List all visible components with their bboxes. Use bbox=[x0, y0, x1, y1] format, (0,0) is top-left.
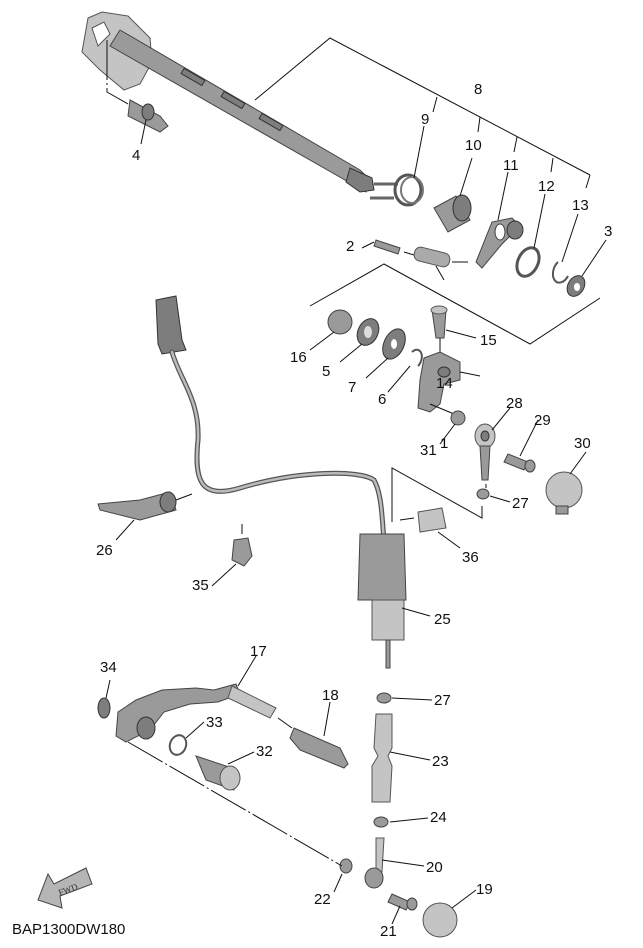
nut-part-27-lower bbox=[376, 692, 433, 704]
callout-19: 19 bbox=[476, 881, 493, 898]
callout-3: 3 bbox=[604, 223, 612, 240]
bolt-part-15 bbox=[430, 305, 477, 354]
nut-part-31 bbox=[439, 410, 466, 445]
callout-18: 18 bbox=[322, 687, 339, 704]
callout-35: 35 bbox=[192, 577, 209, 594]
nut-part-27-upper bbox=[476, 484, 511, 503]
callout-31: 31 bbox=[420, 442, 437, 459]
boot-part-30 bbox=[545, 451, 587, 515]
circlip-part-13 bbox=[551, 213, 579, 284]
leader-36-bracket bbox=[391, 467, 483, 522]
clamp-part-26 bbox=[97, 491, 193, 541]
collar-part-10 bbox=[433, 157, 473, 233]
callout-25: 25 bbox=[434, 611, 451, 628]
boot-part-19 bbox=[422, 889, 477, 938]
washer-part-7 bbox=[365, 328, 406, 379]
callout-14: 14 bbox=[436, 375, 453, 392]
leader-group-bracket bbox=[309, 263, 601, 345]
callout-9: 9 bbox=[421, 111, 429, 128]
callout-labels: 14 1 2 3 4 5 6 7 8 9 10 11 12 13 14 15 1… bbox=[96, 81, 612, 940]
leader-8 bbox=[254, 37, 591, 176]
diagram-code: BAP1300DW180 bbox=[12, 921, 125, 938]
callout-27-lower: 27 bbox=[434, 692, 451, 709]
callout-12: 12 bbox=[538, 178, 555, 195]
leader-12 bbox=[550, 157, 554, 173]
callout-2: 2 bbox=[346, 238, 354, 255]
callout-1: 1 bbox=[440, 435, 448, 452]
callout-11: 11 bbox=[503, 157, 519, 174]
callout-5: 5 bbox=[322, 363, 330, 380]
callout-10: 10 bbox=[465, 137, 482, 154]
collar-part-22 bbox=[333, 858, 353, 893]
shift-pedal-part-17 bbox=[115, 655, 277, 743]
bolt-part-32 bbox=[195, 751, 255, 791]
callout-23: 23 bbox=[432, 753, 449, 770]
seal-part-5 bbox=[339, 318, 380, 363]
leader-10 bbox=[477, 116, 481, 133]
callout-27-upper: 27 bbox=[512, 495, 529, 512]
washer-part-3 bbox=[566, 239, 607, 297]
washer-part-12 bbox=[515, 193, 546, 278]
rod-end-part-20 bbox=[364, 837, 425, 889]
callout-21: 21 bbox=[380, 923, 397, 940]
callout-7: 7 bbox=[348, 379, 356, 396]
washer-part-34 bbox=[97, 679, 111, 719]
bolt-part-21 bbox=[387, 893, 418, 925]
rubber-part-18 bbox=[277, 701, 349, 769]
fwd-direction-arrow-icon: FWD bbox=[37, 867, 93, 909]
bearing-part-16 bbox=[309, 309, 353, 351]
callout-30: 30 bbox=[574, 435, 591, 452]
callout-13: 13 bbox=[572, 197, 589, 214]
callout-6: 6 bbox=[378, 391, 386, 408]
callout-24: 24 bbox=[430, 809, 447, 826]
pin-part-4 bbox=[106, 40, 169, 145]
spring-part-1 bbox=[403, 246, 468, 281]
holder-part-36 bbox=[399, 507, 461, 549]
callout-20: 20 bbox=[426, 859, 443, 876]
leader-9 bbox=[432, 96, 438, 113]
callout-26: 26 bbox=[96, 542, 113, 559]
callout-17: 17 bbox=[250, 643, 267, 660]
arm-part-11 bbox=[475, 171, 524, 269]
callout-36: 36 bbox=[462, 549, 479, 566]
circlip-part-6 bbox=[387, 348, 423, 393]
callout-22: 22 bbox=[314, 891, 331, 908]
rod-part-23 bbox=[371, 713, 431, 803]
callout-16: 16 bbox=[290, 349, 307, 366]
nut-part-24 bbox=[373, 816, 429, 828]
callout-4: 4 bbox=[132, 147, 140, 164]
assembly-axis-line bbox=[127, 741, 343, 867]
pin-part-2 bbox=[361, 239, 401, 255]
callout-33: 33 bbox=[206, 714, 223, 731]
callout-28: 28 bbox=[506, 395, 523, 412]
leader-11 bbox=[513, 136, 518, 153]
callout-8: 8 bbox=[474, 81, 482, 98]
clip-part-35 bbox=[211, 524, 253, 587]
callout-15: 15 bbox=[480, 332, 497, 349]
bolt-part-29 bbox=[503, 419, 539, 473]
leader-13 bbox=[585, 174, 591, 189]
shift-shaft-part bbox=[81, 11, 375, 193]
washer-part-33 bbox=[168, 721, 205, 756]
callout-34: 34 bbox=[100, 659, 117, 676]
callout-32: 32 bbox=[256, 743, 273, 760]
rod-end-part-28 bbox=[474, 407, 511, 481]
lever-part-14 bbox=[417, 351, 481, 415]
shift-sensor-part-25 bbox=[155, 295, 431, 669]
spring-part-9 bbox=[370, 125, 425, 207]
callout-29: 29 bbox=[534, 412, 551, 429]
